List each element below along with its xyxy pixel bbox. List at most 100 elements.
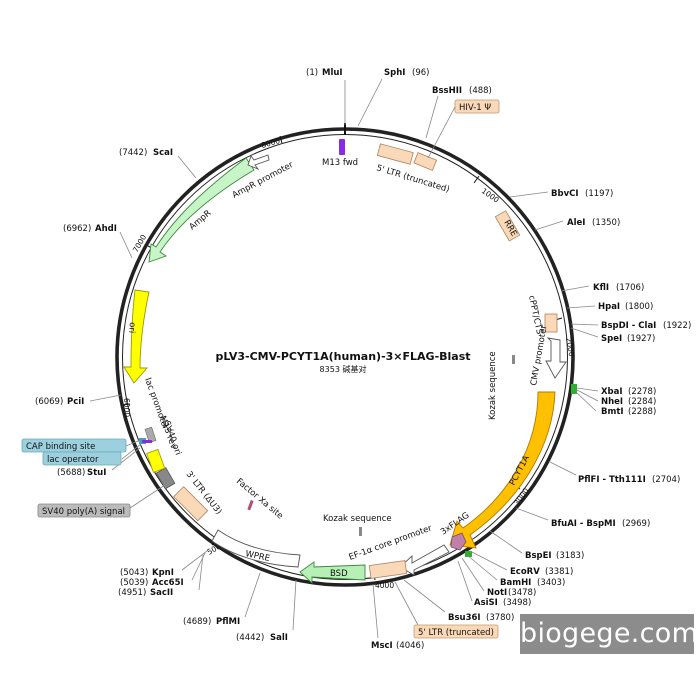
sacii-name: SacII [150, 588, 173, 598]
lac-operator-box [42, 451, 122, 466]
ltr-lower-feature [368, 560, 408, 579]
tick-6000: 6000 [122, 398, 131, 417]
bfuai-name: BfuAI - BspMI [551, 519, 616, 529]
hiv-psi-label: HIV-1 Ψ [459, 103, 491, 113]
kozak1-marker [512, 355, 515, 364]
ecorv-pos: (3381) [545, 567, 573, 577]
pfmi-name: PflMI [216, 617, 240, 627]
sv40-polya-box [37, 503, 131, 518]
kpni-pos: (5043) [120, 568, 148, 578]
tick-2000: 2000 [564, 337, 576, 358]
stui-name: StuI [87, 468, 106, 478]
msci-pos: (4046) [396, 641, 424, 651]
nhei-name: NheI [601, 397, 623, 407]
mlui-pos: (1) [306, 68, 318, 78]
hiv-psi-feature [413, 152, 438, 171]
stui-pos: (5688) [57, 468, 85, 478]
noti-pos: (3478) [508, 588, 536, 598]
sv40-ori-feature [146, 448, 166, 473]
cap-binding-label: CAP binding site [26, 442, 95, 452]
ltr5-label: 5' LTR (truncated) [375, 163, 450, 195]
alei-pos: (1350) [592, 218, 620, 228]
pfmi-pos: (4689) [183, 617, 211, 627]
scai-pos: (7442) [119, 148, 147, 158]
ahdi-name: AhdI [95, 224, 117, 234]
acc65i-pos: (5039) [120, 578, 148, 588]
pcyt1a-arrow [449, 391, 556, 549]
acc65i-name: Acc65I [152, 578, 184, 588]
xbai-marker [571, 384, 577, 394]
watermark: biogege.com [520, 614, 698, 654]
kozak2-marker [359, 527, 362, 536]
sv40-polya-feature [155, 467, 176, 490]
bsshii-pos: (488) [469, 86, 492, 96]
sv40-polya-label: SV40 poly(A) signal [42, 507, 125, 517]
hpai-name: HpaI [598, 302, 620, 312]
ltr5-lower-label: 5' LTR (truncated) [418, 628, 494, 638]
sali-name: SalI [270, 633, 288, 643]
bbvci-name: BbvCI [551, 189, 579, 199]
scai-name: ScaI [153, 148, 173, 158]
pflfi-pos: (2704) [652, 475, 680, 485]
xbai-name: XbaI [601, 387, 623, 397]
bsd-arrow [299, 561, 366, 585]
site-callouts: (1) MluI SphI (96) BssHII (488) BbvCI (1… [35, 68, 691, 651]
sacii-pos: (4951) [118, 588, 146, 598]
bmti-name: BmtI [601, 407, 624, 417]
noti-name: NotI [487, 588, 507, 598]
bsshii-name: BssHII [432, 86, 462, 96]
bamhi-pos: (3403) [537, 578, 565, 588]
nhei-pos: (2284) [628, 397, 656, 407]
bspei-name: BspEI [525, 551, 552, 561]
bfuai-pos: (2969) [622, 519, 650, 529]
sali-pos: (4442) [236, 633, 264, 643]
kozak2-label: Kozak sequence [323, 514, 392, 524]
wpre-feature [211, 529, 301, 568]
pcii-name: PciI [67, 397, 84, 407]
cppt-feature [544, 313, 558, 333]
plasmid-size: 8353 碱基对 [320, 364, 367, 374]
m13-rev-marker [142, 440, 152, 443]
pflfi-name: PflFI - Tth111I [578, 475, 646, 485]
cmv-promoter-arrow [545, 337, 567, 379]
tick-8000: 8000 [260, 136, 281, 150]
bspei-pos: (3183) [556, 551, 584, 561]
hpai-pos: (1800) [625, 302, 653, 312]
ampr-promoter-arrow [247, 154, 270, 171]
cmv-promoter-label: CMV promoter [529, 324, 550, 387]
factorxa-label: Factor Xa site [234, 477, 285, 522]
ori-arrow [123, 289, 150, 384]
lac-promoter-feature [144, 426, 157, 443]
ltr3-feature [173, 486, 209, 522]
ecorv-name: EcoRV [510, 567, 540, 577]
bsu36i-pos: (3780) [486, 613, 514, 623]
factorxa-marker [247, 499, 254, 511]
rre-feature [494, 210, 521, 242]
mlui-name: MluI [322, 68, 343, 78]
asisi-name: AsiSI [474, 598, 498, 608]
ltr5-feature [376, 143, 414, 165]
flag-feature [450, 532, 467, 551]
kpni-name: KpnI [152, 568, 174, 578]
kfli-name: KflI [593, 283, 609, 293]
m13-fwd-marker [339, 139, 345, 155]
bbvci-pos: (1197) [585, 189, 613, 199]
hiv-psi-box [454, 99, 500, 114]
ori-label: ori [126, 322, 137, 334]
ef1a-arrow [399, 544, 450, 576]
sphi-name: SphI [384, 68, 405, 78]
spei-pos: (1927) [627, 334, 655, 344]
ahdi-pos: (6962) [63, 224, 91, 234]
plasmid-name: pLV3-CMV-PCYT1A(human)-3×FLAG-Blast [215, 350, 470, 363]
bspdi-pos: (1922) [663, 321, 691, 331]
lac-operator-label: lac operator [47, 455, 99, 465]
bspdi-name: BspDI - ClaI [601, 321, 656, 331]
kfli-pos: (1706) [616, 283, 644, 293]
sphi-pos: (96) [412, 68, 429, 78]
bsd-label: BSD [330, 569, 348, 579]
bsu36i-name: Bsu36I [448, 613, 481, 623]
kozak1-label: Kozak sequence [488, 351, 498, 420]
asisi-pos: (3498) [503, 598, 531, 608]
